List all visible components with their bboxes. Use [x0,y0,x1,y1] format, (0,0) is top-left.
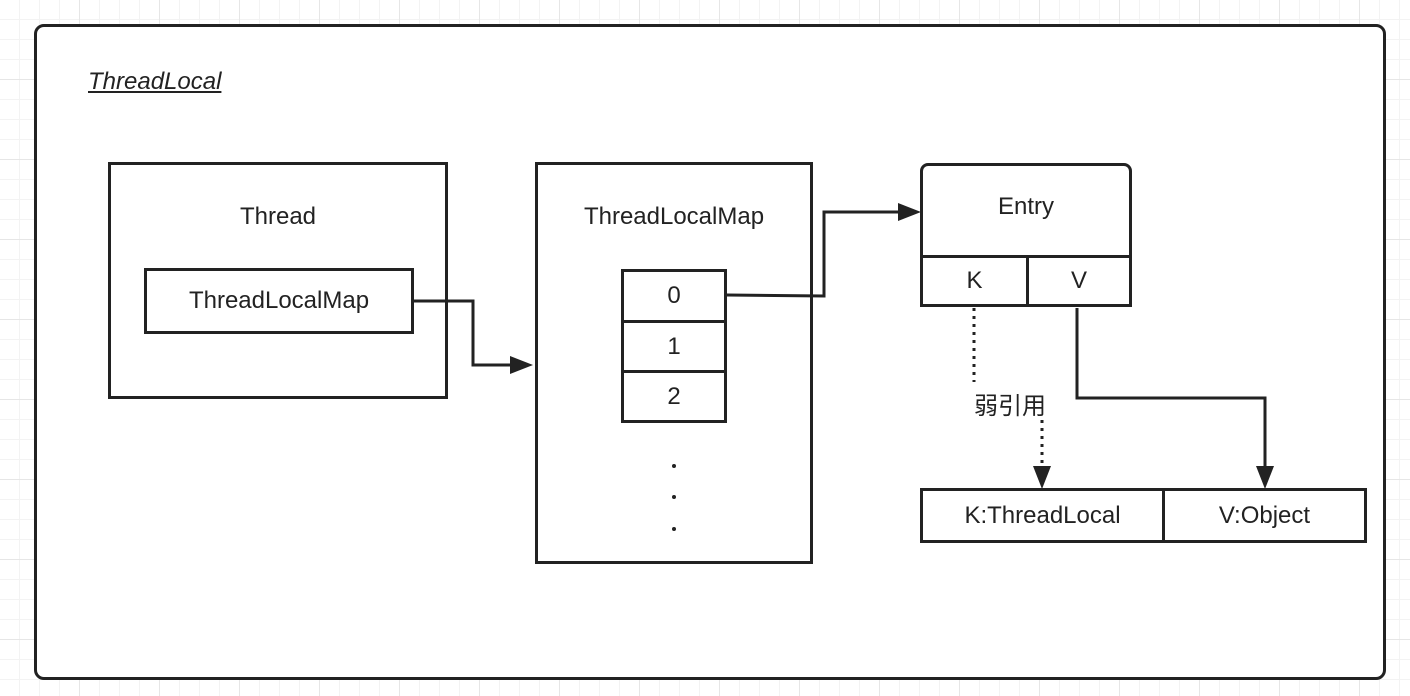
entry-box: Entry [920,163,1132,258]
map-slot-1: 1 [621,320,727,373]
ellipsis-dot [672,464,676,468]
weak-reference-label: 弱引用 [967,386,1053,421]
ellipsis-dot [672,527,676,531]
object-value-box: V:Object [1162,488,1367,543]
entry-key-cell: K [920,255,1029,307]
thread-label: Thread [239,203,317,230]
entry-label: Entry [997,193,1054,220]
entry-value-cell: V [1026,255,1132,307]
ellipsis-dot [672,495,676,499]
threadlocalmap-label: ThreadLocalMap [583,203,765,230]
threadlocal-key-box: K:ThreadLocal [920,488,1165,543]
map-slot-0: 0 [621,269,727,323]
thread-map-field: ThreadLocalMap [144,268,414,334]
diagram-title: ThreadLocal [88,68,222,95]
map-slot-2: 2 [621,370,727,423]
